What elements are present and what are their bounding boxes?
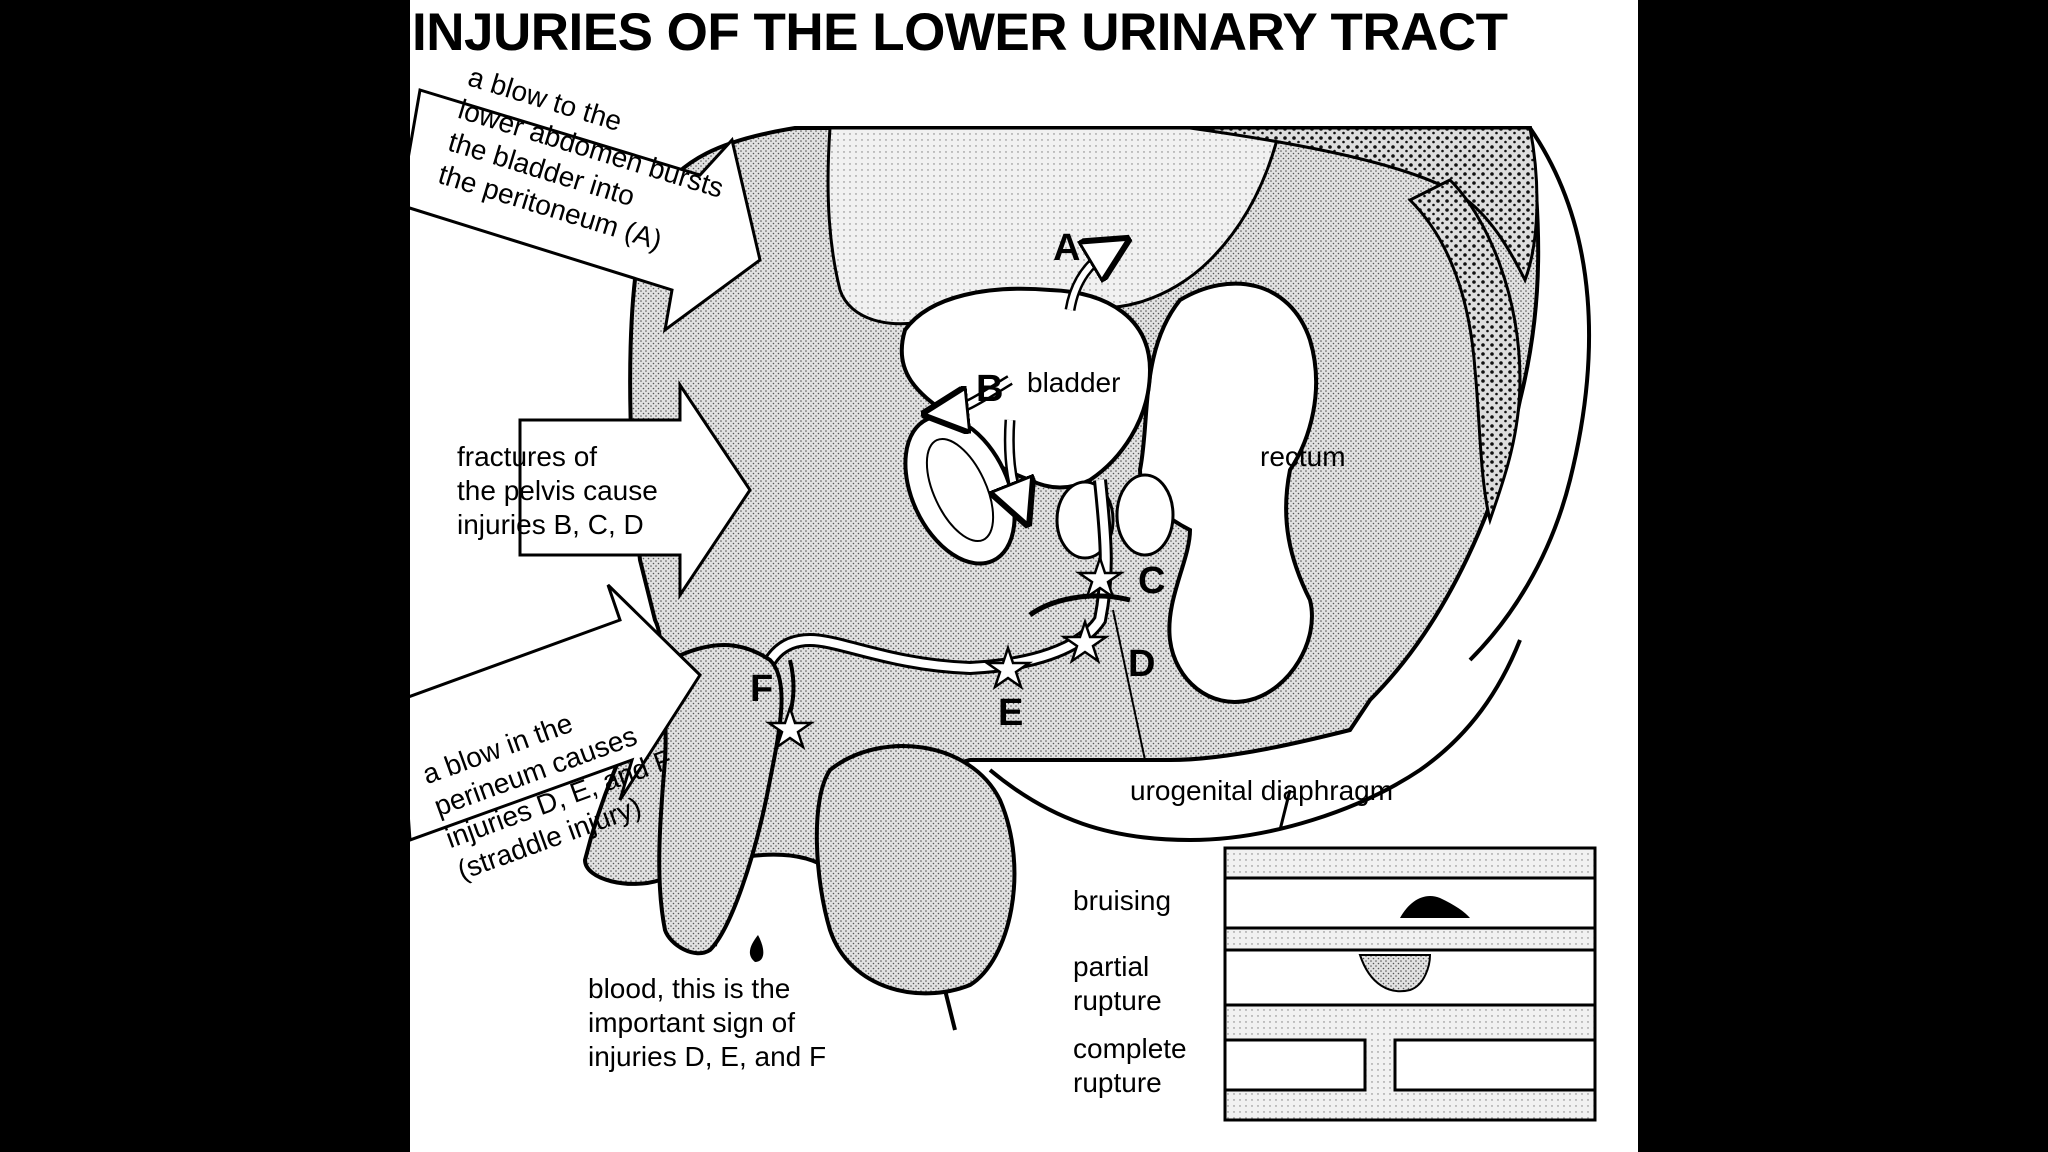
sacrum <box>1189 126 1539 284</box>
arrow-bottom-icon <box>410 583 702 842</box>
urogenital-diaphragm-label: urogenital diaphragm <box>1130 775 1394 806</box>
inset-rupture-types <box>1223 846 1597 1122</box>
inset-label-bruising: bruising <box>1073 885 1172 916</box>
arrow-middle-icon <box>518 380 752 600</box>
injury-label-F: F <box>750 668 774 710</box>
arrow-middle-text: fractures of the pelvis cause injuries B… <box>457 441 658 540</box>
perineum-skin <box>988 639 1522 843</box>
injury-star-F <box>764 704 816 751</box>
blood-note: blood, this is the important sign of inj… <box>588 973 827 1072</box>
injury-label-D: D <box>1128 643 1156 685</box>
injury-star-D <box>1059 618 1111 665</box>
bladder-label: bladder <box>1027 367 1121 398</box>
injury-label-E: E <box>998 692 1024 734</box>
inset-label-complete-rupture: complete rupture <box>1073 1033 1187 1098</box>
blood-drop <box>749 935 764 962</box>
page-title: INJURIES OF THE LOWER URINARY TRACT <box>412 3 1508 62</box>
inset-label-partial-rupture: partial rupture <box>1073 951 1162 1016</box>
rectum-label: rectum <box>1260 441 1346 472</box>
arrow-top-icon <box>410 88 762 334</box>
injury-star-E <box>982 644 1034 691</box>
urogenital-diaphragm <box>1028 593 1131 618</box>
injury-label-A: A <box>1053 227 1081 269</box>
anatomy-illustration <box>410 88 1597 1122</box>
injury-label-C: C <box>1138 560 1166 602</box>
penis <box>657 643 784 956</box>
scrotum <box>814 744 1017 996</box>
coccyx <box>1407 178 1522 526</box>
injury-star-C <box>1074 554 1126 601</box>
injury-label-B: B <box>976 368 1004 410</box>
diagram-panel: INJURIES OF THE LOWER URINARY TRACT a bl… <box>410 0 1638 1152</box>
